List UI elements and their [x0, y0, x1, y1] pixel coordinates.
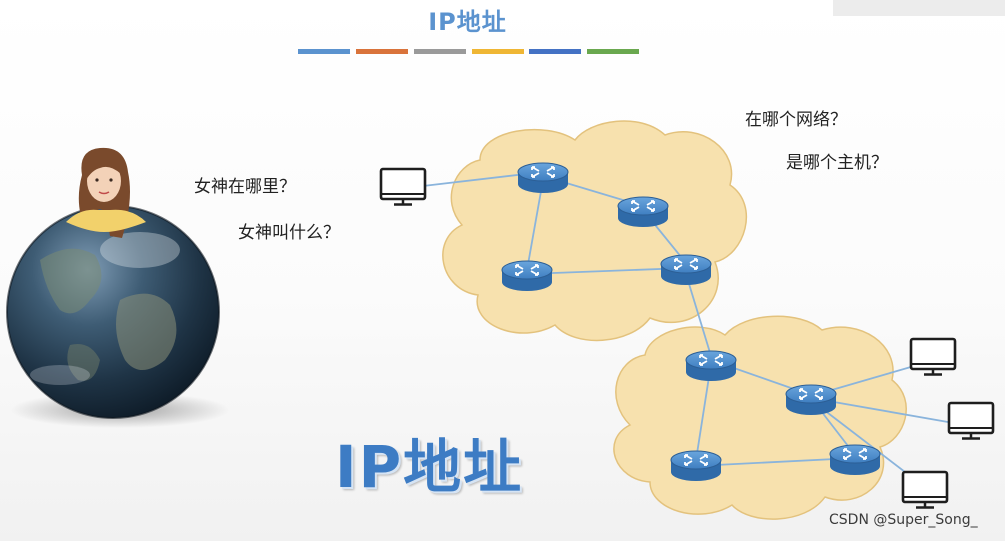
computer-monitor-icon: [911, 339, 955, 375]
question-name: 女神叫什么？: [238, 218, 340, 243]
router-icon: [518, 163, 568, 193]
router-icon: [671, 451, 721, 481]
router-icon: [661, 255, 711, 285]
computer-monitor-icon: [903, 472, 947, 508]
router-icon: [618, 197, 668, 227]
question-which-network: 在哪个网络？: [745, 105, 847, 130]
network-cloud-top: [443, 121, 746, 340]
woman-avatar-icon: [66, 148, 146, 238]
earth-globe-icon: [7, 206, 219, 418]
question-which-host: 是哪个主机？: [786, 148, 888, 173]
router-icon: [502, 261, 552, 291]
router-icon: [786, 385, 836, 415]
computer-monitor-icon: [949, 403, 993, 439]
question-where: 女神在哪里？: [194, 172, 296, 197]
network-cloud-bottom: [614, 316, 906, 519]
big-ip-address-title: IP地址: [335, 420, 523, 504]
computer-monitor-icon: [381, 169, 425, 205]
router-icon: [686, 351, 736, 381]
router-icon: [830, 445, 880, 475]
watermark: CSDN @Super_Song_: [829, 512, 978, 528]
